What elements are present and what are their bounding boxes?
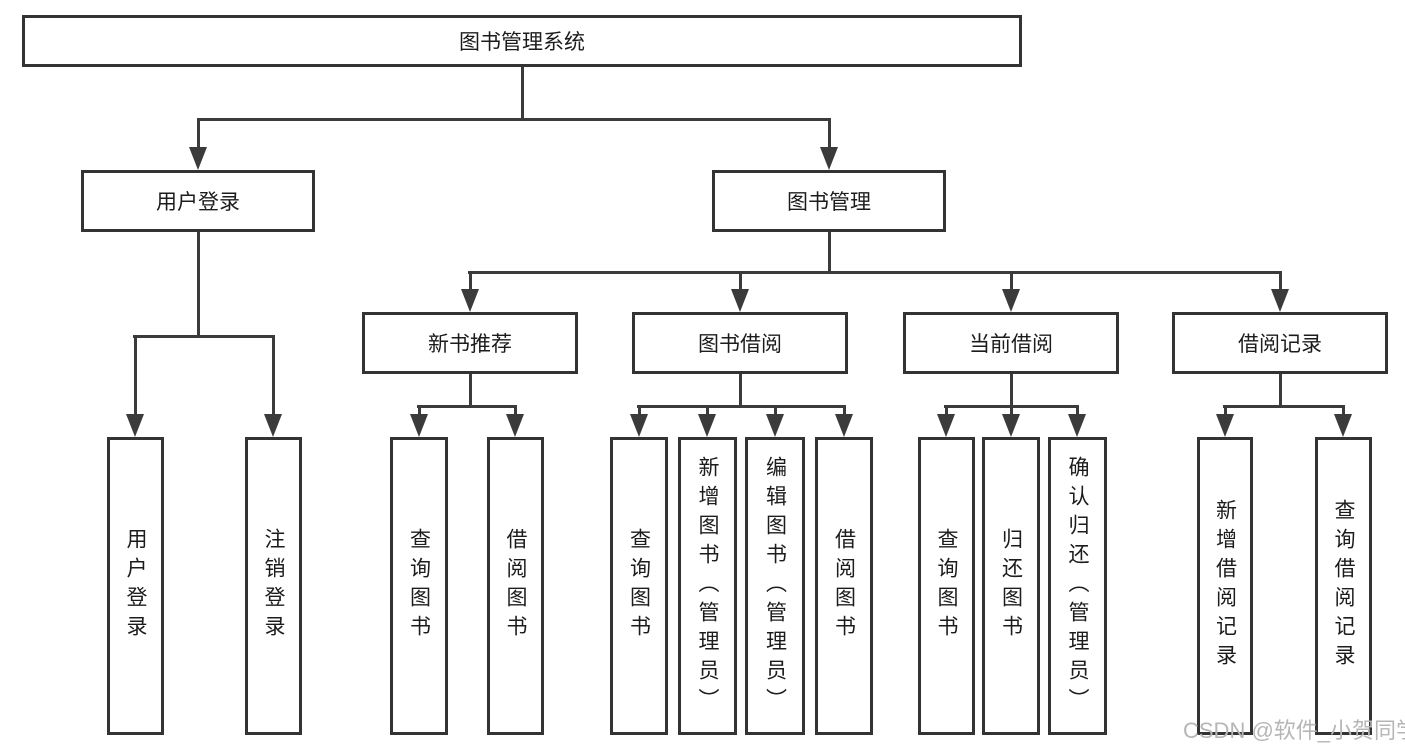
arrowhead-down-icon [698,414,716,437]
connector-line [944,405,1079,408]
arrowhead-down-icon [1002,414,1020,437]
arrowhead-down-icon [506,414,524,437]
node-label: 编辑图书（管理员） [763,455,787,717]
connector-line [1076,408,1079,415]
node-label: 确认归还（管理员） [1066,455,1090,717]
node-bb-add-books-admin: 新增图书（管理员） [678,437,737,735]
connector-line [197,121,200,148]
arrowhead-down-icon [937,414,955,437]
node-cb-query-books: 查询图书 [918,437,975,735]
arrowhead-down-icon [766,414,784,437]
connector-line [514,408,517,415]
connector-line [1010,408,1013,415]
connector-line [945,408,948,415]
node-label: 图书管理 [787,191,871,214]
connector-line [1223,405,1345,408]
node-label: 图书借阅 [698,333,782,356]
node-br-query-record: 查询借阅记录 [1315,437,1372,735]
connector-line [272,338,275,415]
node-book-management: 图书管理 [712,170,946,232]
connector-line [706,408,709,415]
node-bb-borrow-books: 借阅图书 [815,437,873,735]
connector-line [637,405,846,408]
connector-line [469,374,472,408]
arrowhead-down-icon [126,414,144,437]
node-book-borrow: 图书借阅 [632,312,848,374]
node-label: 新增图书（管理员） [696,455,720,717]
node-label: 新增借阅记录 [1213,499,1237,673]
connector-line [774,408,777,415]
arrowhead-down-icon [1068,414,1086,437]
connector-line [469,274,472,290]
connector-line [418,408,421,415]
arrowhead-down-icon [189,147,207,170]
arrowhead-down-icon [410,414,428,437]
node-label: 查询借阅记录 [1332,499,1356,673]
connector-line [1279,374,1282,408]
node-nb-query-books: 查询图书 [390,437,448,735]
arrowhead-down-icon [820,147,838,170]
node-label: 用户登录 [156,191,240,214]
connector-line [828,232,831,274]
node-borrow-records: 借阅记录 [1172,312,1388,374]
node-label: 查询图书 [407,528,431,644]
connector-line [828,121,831,148]
arrowhead-down-icon [461,289,479,312]
connector-line [1342,408,1345,415]
connector-line [638,408,641,415]
connector-line [739,274,742,290]
connector-line [197,232,200,338]
node-label: 查询图书 [935,528,959,644]
arrowhead-down-icon [731,289,749,312]
node-label: 图书管理系统 [459,31,585,54]
node-logout: 注销登录 [245,437,302,735]
node-root: 图书管理系统 [22,15,1022,67]
node-cb-return-books: 归还图书 [982,437,1040,735]
node-label: 借阅图书 [832,528,856,644]
node-current-borrow: 当前借阅 [903,312,1119,374]
arrowhead-down-icon [1334,414,1352,437]
node-br-add-record: 新增借阅记录 [1197,437,1253,735]
node-bb-query-books: 查询图书 [610,437,668,735]
connector-line [1010,374,1013,408]
node-label: 借阅记录 [1238,333,1322,356]
connector-line [1279,274,1282,290]
arrowhead-down-icon [835,414,853,437]
node-user-login: 用户登录 [81,170,315,232]
node-label: 查询图书 [627,528,651,644]
watermark: CSDN @软件_小贺同学 [1183,718,1405,743]
node-bb-edit-books-admin: 编辑图书（管理员） [745,437,805,735]
node-label: 当前借阅 [969,333,1053,356]
arrowhead-down-icon [1002,289,1020,312]
node-cb-confirm-return-admin: 确认归还（管理员） [1048,437,1107,735]
connector-line [521,67,524,120]
connector-line [133,335,275,338]
arrowhead-down-icon [1271,289,1289,312]
node-login: 用户登录 [107,437,164,735]
connector-line [1224,408,1227,415]
node-nb-borrow-books: 借阅图书 [487,437,544,735]
arrowhead-down-icon [630,414,648,437]
connector-line [417,405,517,408]
node-label: 借阅图书 [504,528,528,644]
connector-line [134,338,137,415]
connector-line [468,271,1282,274]
connector-line [197,118,831,121]
node-new-book-recommend: 新书推荐 [362,312,578,374]
node-label: 注销登录 [262,528,286,644]
connector-line [1010,274,1013,290]
node-label: 新书推荐 [428,333,512,356]
connector-line [739,374,742,408]
node-label: 用户登录 [124,528,148,644]
arrowhead-down-icon [264,414,282,437]
connector-line [843,408,846,415]
arrowhead-down-icon [1216,414,1234,437]
node-label: 归还图书 [999,528,1023,644]
